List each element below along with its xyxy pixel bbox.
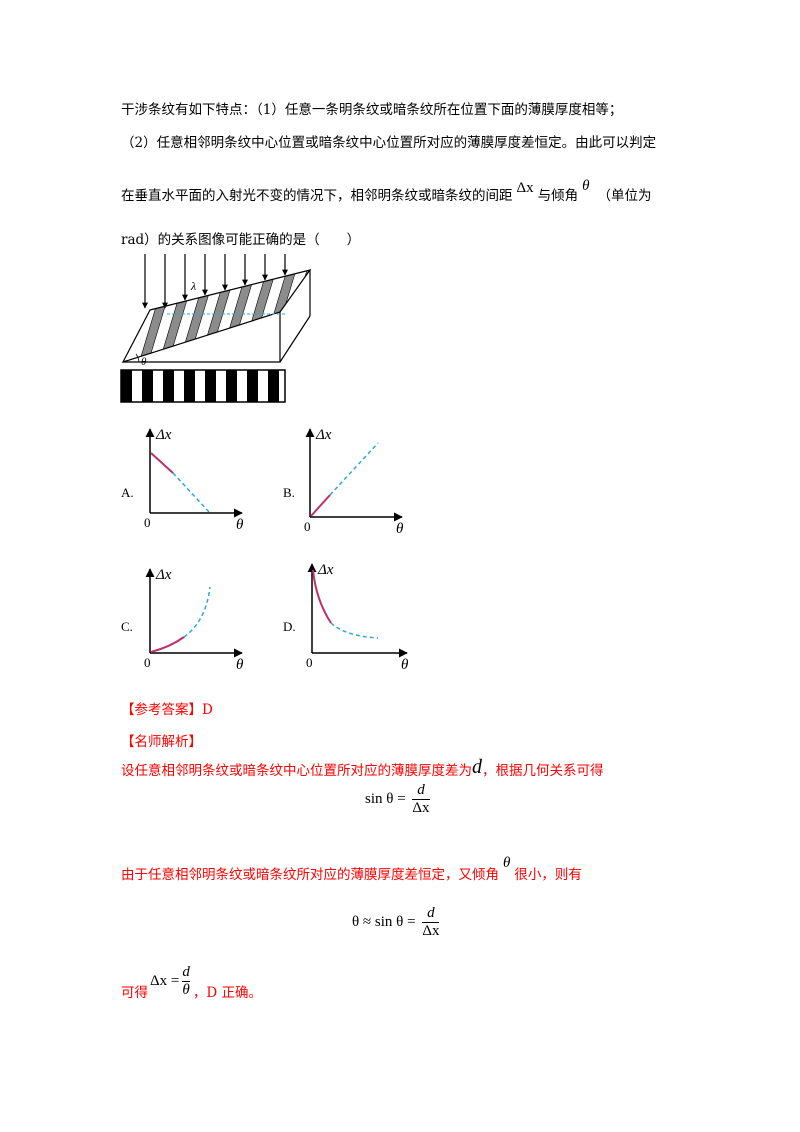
- film-stripe: [179, 270, 220, 361]
- graph-d: Δx θ 0: [306, 562, 409, 673]
- dark-fringe: [205, 370, 216, 402]
- fringe-bars: [121, 370, 279, 402]
- answer-label: 【参考答案】: [121, 702, 202, 718]
- question-line-4: rad）的关系图像可能正确的是（ ）: [121, 232, 361, 248]
- y-axis-label: Δx: [317, 562, 334, 578]
- x-axis-label: θ: [236, 657, 244, 673]
- film-stripe: [219, 270, 260, 361]
- dark-fringe: [226, 370, 237, 402]
- curve-dashed: [183, 586, 211, 638]
- option-d-label: D.: [283, 619, 296, 634]
- curve-solid: [310, 494, 331, 517]
- y-axis-label: Δx: [155, 427, 172, 443]
- theta-angle-label: θ: [141, 356, 147, 368]
- dark-fringe: [247, 370, 258, 402]
- film-stripe: [159, 270, 200, 361]
- origin-label: 0: [144, 655, 151, 670]
- dark-fringe: [142, 370, 153, 402]
- option-c-label: C.: [121, 619, 133, 634]
- curve-solid: [312, 569, 332, 624]
- film-stripe: [199, 270, 240, 361]
- x-axis-label: θ: [401, 657, 409, 673]
- delta-x-symbol: Δx: [516, 180, 534, 196]
- analysis-label: 【名师解析】: [121, 734, 202, 750]
- answer-line: 【参考答案】D: [121, 698, 213, 718]
- origin-label: 0: [306, 655, 313, 670]
- y-axis-label: Δx: [155, 567, 172, 583]
- option-a-label: A.: [121, 485, 134, 500]
- incident-light-arrows: [142, 254, 288, 309]
- analysis-line-2: 由于任意相邻明条纹或暗条纹所对应的薄膜厚度差恒定，又倾角θ很小，则有: [121, 855, 582, 883]
- analysis-line-1: 设任意相邻明条纹或暗条纹中心位置所对应的薄膜厚度差为d，根据几何关系可得: [121, 756, 604, 779]
- film-stripe: [279, 270, 310, 361]
- wedge-figure: λ θ: [120, 254, 312, 403]
- graph-b: Δx θ 0: [304, 427, 404, 535]
- curve-dashed: [172, 472, 211, 514]
- option-b-label: B.: [283, 485, 295, 500]
- question-line-3-b: 与倾角: [537, 188, 579, 204]
- d-symbol: d: [472, 756, 482, 778]
- curve-dashed: [329, 442, 379, 496]
- question-line-3-a: 在垂直水平面的入射光不变的情况下，相邻明条纹或暗条纹的间距: [121, 188, 513, 204]
- origin-label: 0: [144, 515, 151, 530]
- origin-label: 0: [304, 519, 311, 534]
- theta-symbol-2: θ: [503, 855, 511, 871]
- dark-fringe: [163, 370, 174, 402]
- lambda-label: λ: [190, 279, 196, 293]
- graph-c: Δx θ 0: [144, 567, 244, 673]
- curve-solid: [150, 452, 174, 474]
- film-stripe: [239, 270, 280, 361]
- film-stripes: [139, 270, 310, 361]
- question-line-2: （2）任意相邻明条纹中心位置或暗条纹中心位置所对应的薄膜厚度差恒定。由此可以判定: [121, 135, 657, 151]
- graph-a: Δx θ 0: [144, 427, 244, 533]
- dark-fringe: [121, 370, 132, 402]
- film-stripe: [299, 270, 310, 361]
- curve-solid: [150, 636, 185, 653]
- theta-symbol: θ: [582, 178, 590, 194]
- curve-dashed: [330, 622, 379, 639]
- x-axis-label: θ: [396, 521, 404, 535]
- y-axis-label: Δx: [315, 427, 332, 443]
- x-axis-label: θ: [236, 517, 244, 533]
- dark-fringe: [268, 370, 279, 402]
- answer-value: D: [202, 702, 213, 718]
- angle-arc: [135, 353, 140, 363]
- question-line-1: 干涉条纹有如下特点：（1）任意一条明条纹或暗条纹所在位置下面的薄膜厚度相等；: [121, 102, 623, 118]
- dark-fringe: [184, 370, 195, 402]
- question-line-3-c: （单位为: [597, 188, 652, 204]
